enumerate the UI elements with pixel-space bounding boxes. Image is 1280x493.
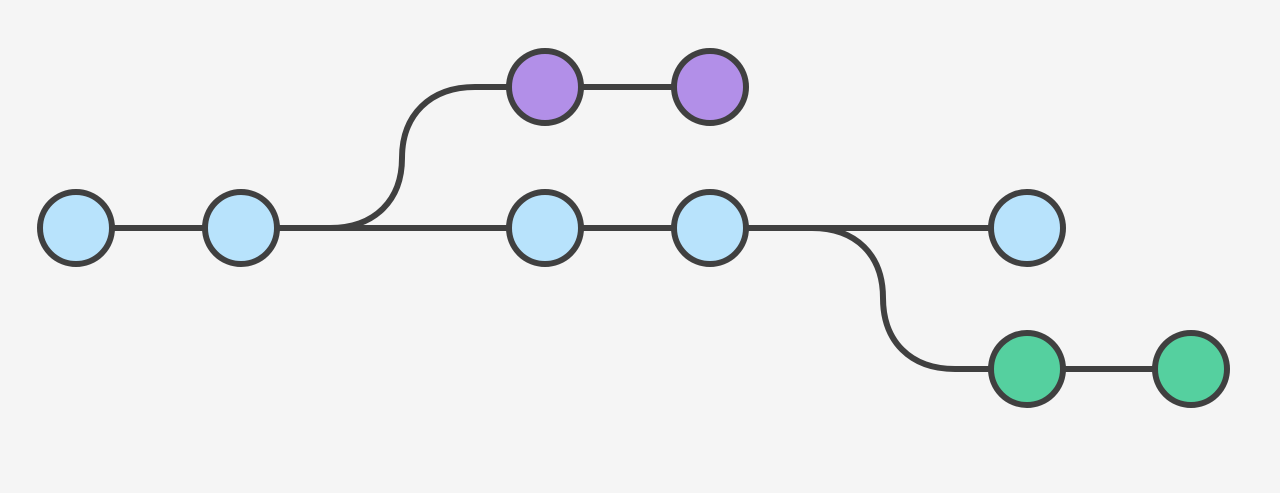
main-commit-2[interactable] <box>202 189 280 267</box>
lower-branch-line <box>809 225 1194 372</box>
commit-nodes <box>37 48 1230 408</box>
lower-commit-1[interactable] <box>988 330 1066 408</box>
main-commit-4[interactable] <box>671 189 749 267</box>
lower-commit-2[interactable] <box>1152 330 1230 408</box>
upper-commit-2[interactable] <box>671 48 749 126</box>
main-commit-5[interactable] <box>988 189 1066 267</box>
main-commit-3[interactable] <box>506 189 584 267</box>
main-commit-1[interactable] <box>37 189 115 267</box>
upper-branch-line <box>327 84 713 231</box>
upper-commit-1[interactable] <box>506 48 584 126</box>
